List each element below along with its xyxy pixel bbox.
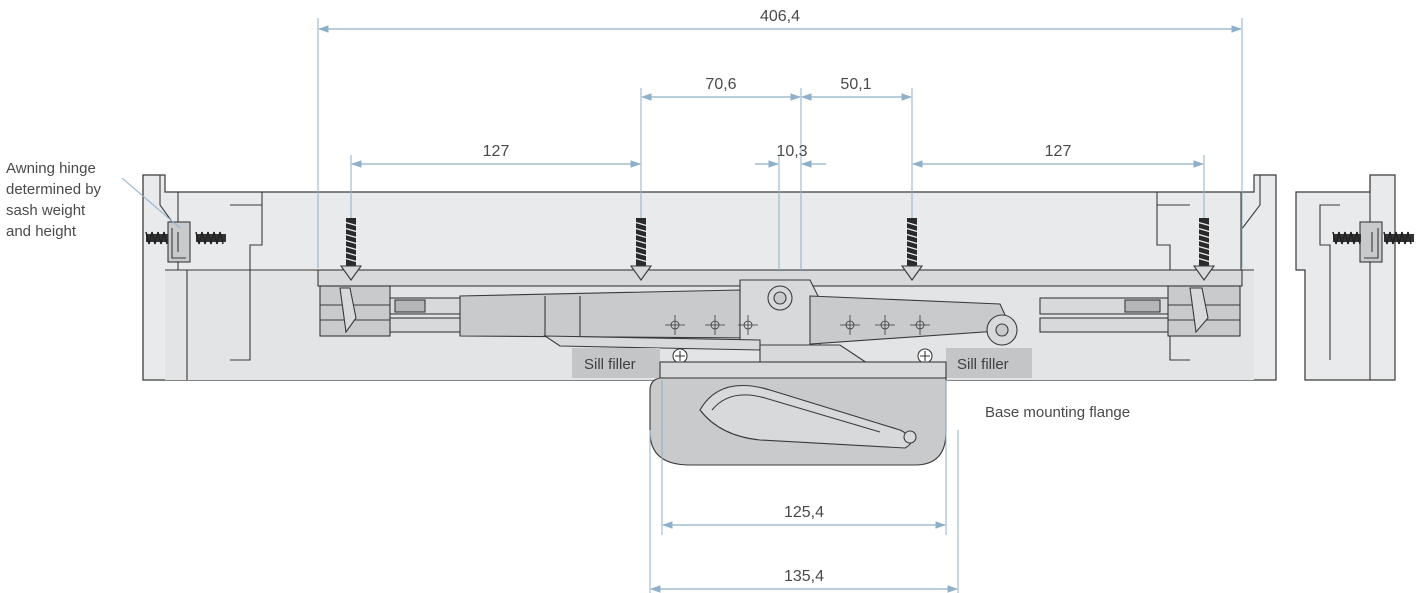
right-bolt-icon [1332,231,1414,245]
operator-arm [319,279,1241,366]
wood-screw-icon-4 [1192,218,1216,281]
dim-base-outer-width: 135,4 [784,568,824,585]
dim-base-inner-width: 125,4 [784,504,824,521]
right-hinge [1359,221,1383,263]
base-mounting-flange-label: Base mounting flange [985,404,1130,421]
sill-filler-left: Sill filler [572,348,660,378]
dim-center-gap: 10,3 [776,143,807,160]
sill-filler-right-label: Sill filler [957,356,1009,373]
wood-screw-icon-2 [629,218,653,281]
dim-right-center-offset: 50,1 [840,76,871,93]
awning-hinge-label-line-3: sash weight [6,202,86,219]
left-hinge [167,221,191,263]
awning-hinge-label-line-1: Awning hinge [6,160,96,177]
dim-left-center-offset: 70,6 [705,76,736,93]
wood-screw-icon-1 [339,218,363,281]
wood-screw-icon-3 [900,218,924,281]
sill-filler-right: Sill filler [946,348,1032,378]
awning-hinge-label-line-2: determined by [6,181,102,198]
dim-overall-width: 406,4 [760,8,800,25]
dim-right-screw-spacing: 127 [1045,143,1072,160]
awning-hinge-label-line-4: and height [6,223,77,240]
left-bolt-icon [145,231,226,245]
dim-left-screw-spacing: 127 [483,143,510,160]
dimension-lines [121,18,1243,593]
handle-icon [699,384,917,449]
sill-filler-left-label: Sill filler [584,356,636,373]
